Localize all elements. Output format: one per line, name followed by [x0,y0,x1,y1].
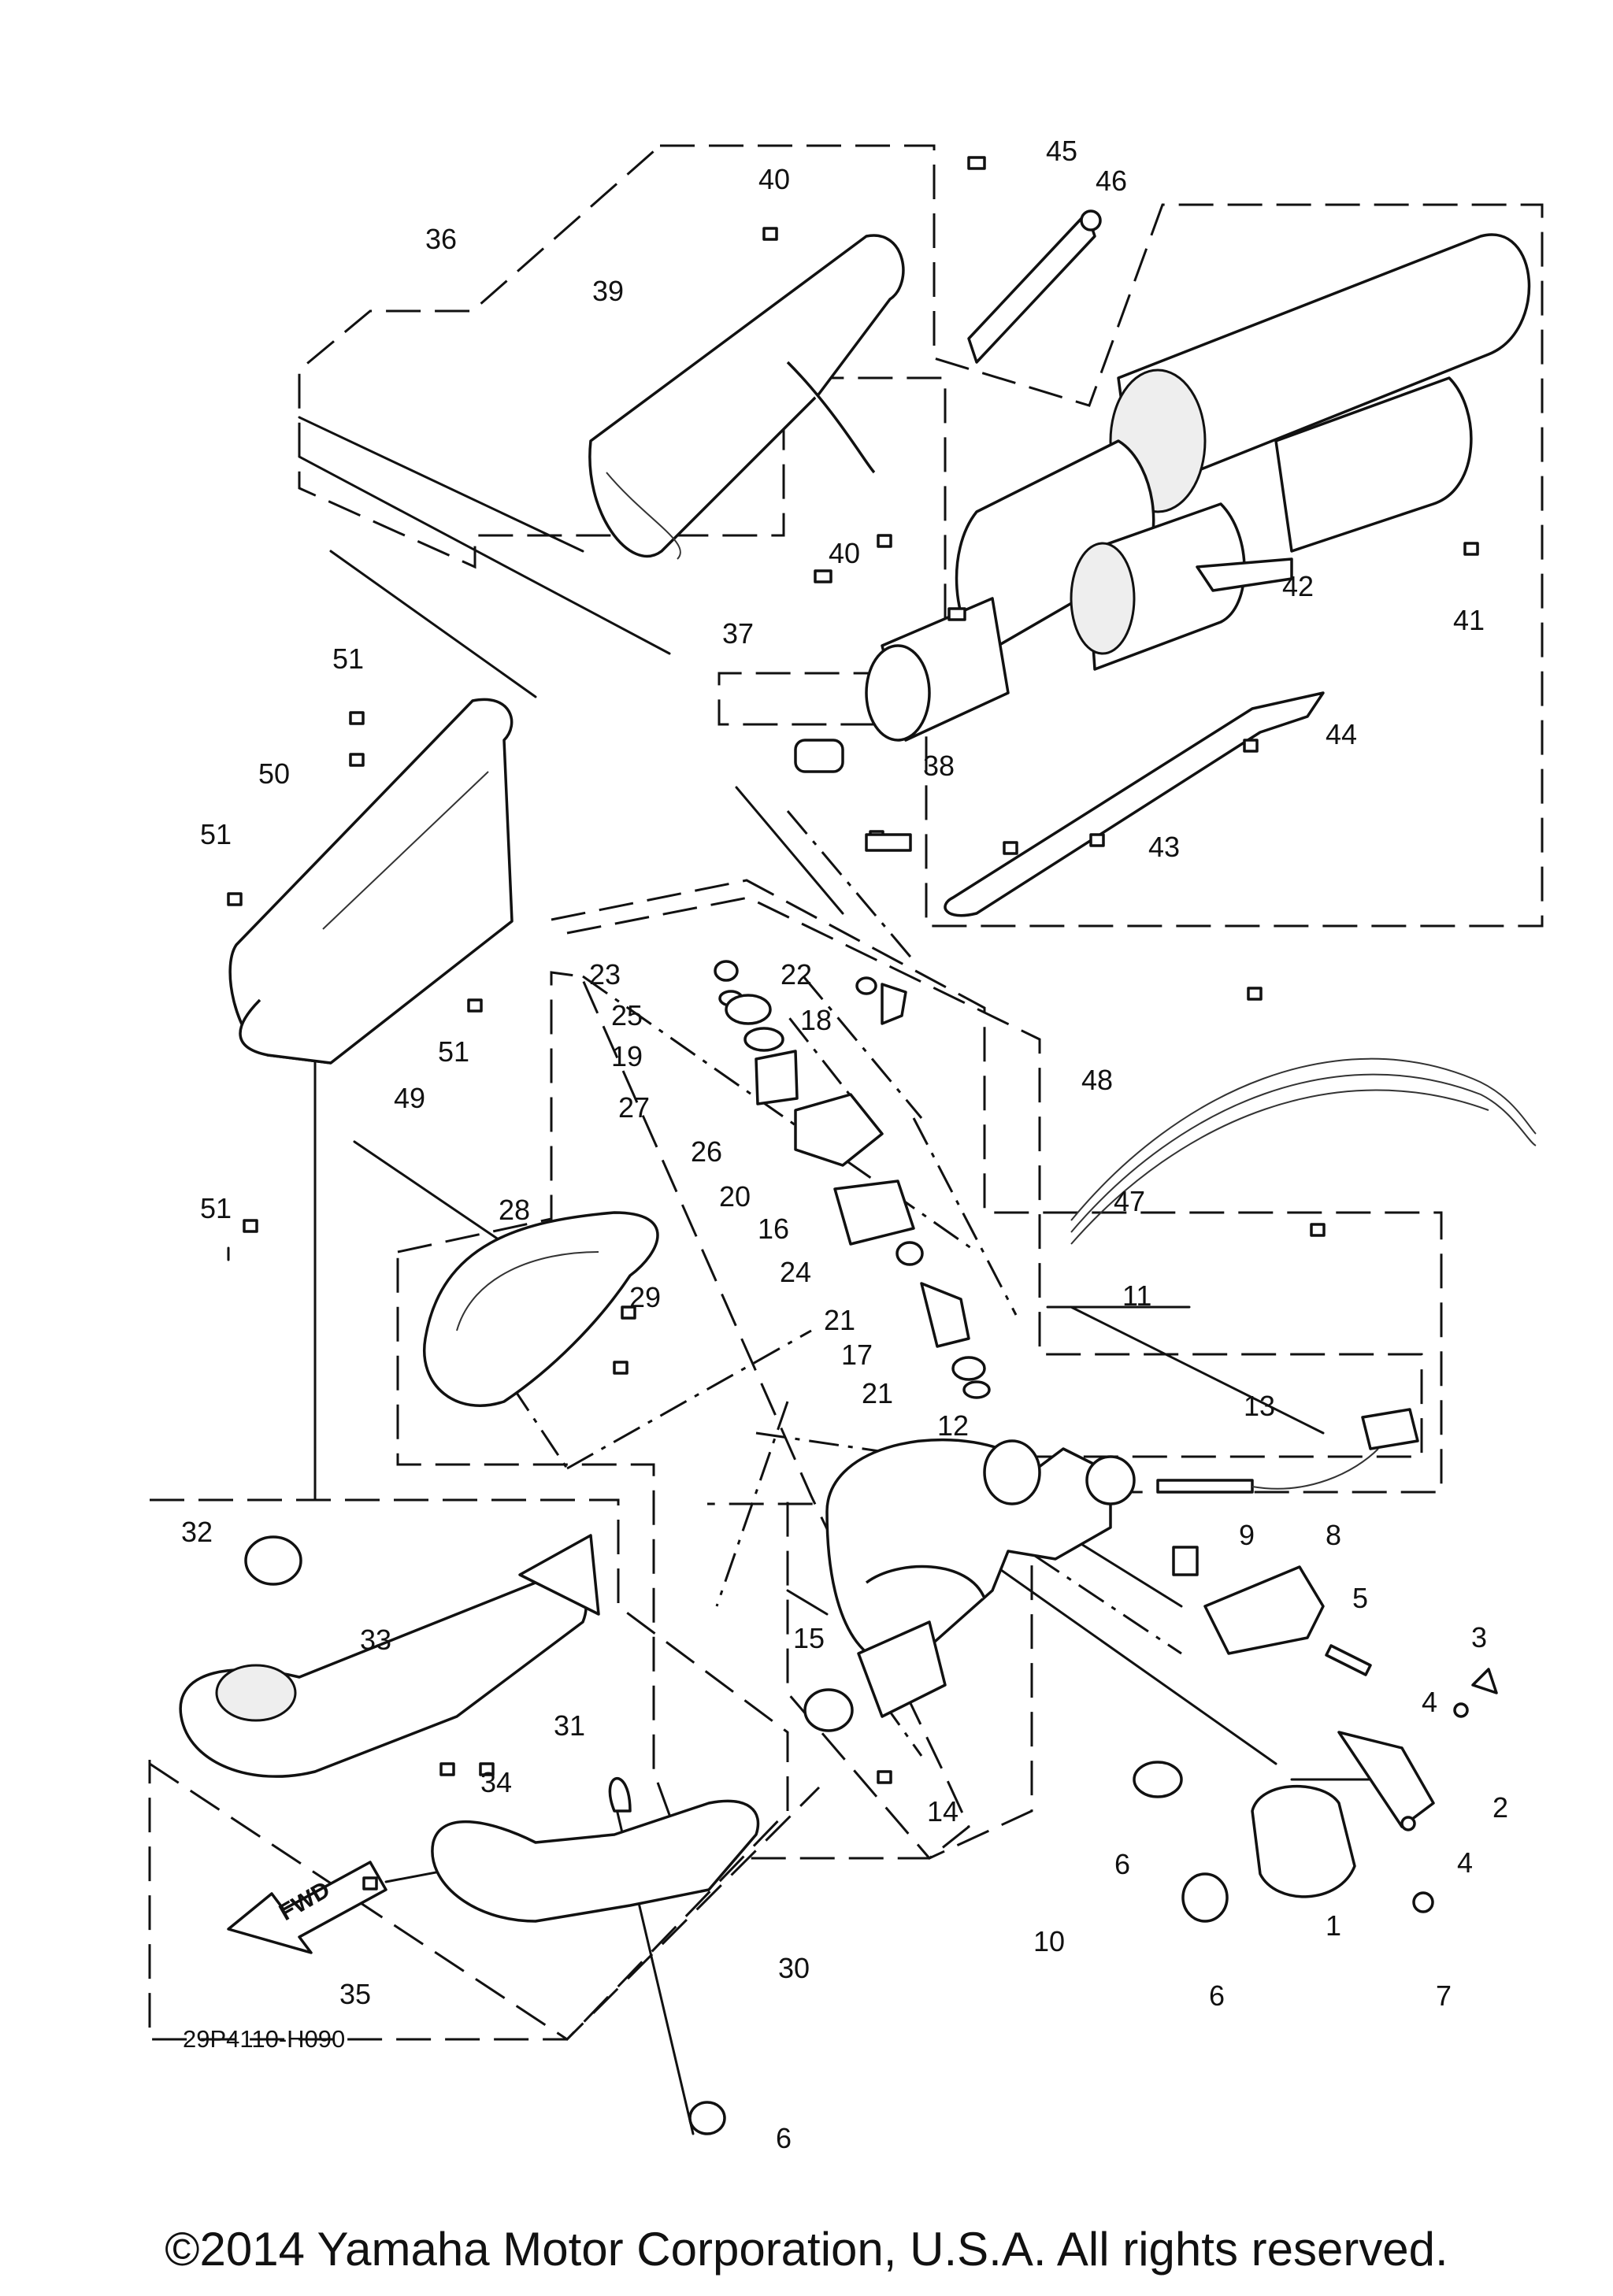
callout-16: 16 [758,1213,789,1245]
callout-49: 49 [394,1082,425,1114]
callout-48: 48 [1081,1064,1113,1096]
callout-7: 7 [1436,1979,1452,2012]
heat-protector-49 [228,698,514,1065]
callout-21: 21 [862,1377,893,1409]
diagram-code: 29P4110-H090 [183,2025,345,2053]
callout-41: 41 [1453,604,1485,636]
callout-42: 42 [1282,570,1314,602]
callout-40: 40 [829,537,860,569]
valve-parts [714,960,1537,1399]
callout-5: 5 [1352,1582,1368,1614]
callout-50: 50 [258,757,290,790]
group-outlines [148,144,1544,2041]
callout-22: 22 [781,958,812,991]
callout-30: 30 [778,1952,810,1984]
callout-17: 17 [841,1339,873,1371]
callout-20: 20 [719,1180,751,1213]
callout-39: 39 [592,275,624,307]
callout-4: 4 [1422,1686,1437,1718]
callout-21: 21 [824,1304,855,1336]
callout-24: 24 [780,1256,811,1288]
callout-15: 15 [793,1622,825,1654]
callout-3: 3 [1471,1621,1487,1653]
callout-8: 8 [1326,1519,1341,1551]
callout-12: 12 [937,1409,969,1442]
callout-37: 37 [722,617,754,650]
callout-44: 44 [1326,718,1357,750]
exhaust-pipe-assembly [179,156,1498,2135]
callout-25: 25 [611,999,643,1031]
callout-6: 6 [1114,1848,1130,1880]
callout-32: 32 [181,1516,213,1548]
callout-9: 9 [1239,1519,1255,1551]
callout-1: 1 [1326,1909,1341,1942]
callout-51: 51 [438,1035,469,1068]
callout-23: 23 [589,958,621,991]
callout-2: 2 [1492,1791,1508,1824]
callout-6: 6 [776,2122,792,2154]
callout-13: 13 [1244,1390,1275,1422]
callout-27: 27 [618,1091,650,1124]
callout-4: 4 [1457,1846,1473,1879]
callout-14: 14 [927,1795,959,1828]
callout-18: 18 [800,1004,832,1036]
callout-43: 43 [1148,831,1180,863]
callout-28: 28 [499,1194,530,1226]
callout-11: 11 [1122,1279,1151,1312]
muffler-assembly [588,209,1531,917]
copyright-notice: ©2014 Yamaha Motor Corporation, U.S.A. A… [165,2223,1448,2276]
callout-45: 45 [1046,135,1077,167]
callout-31: 31 [554,1709,585,1742]
callout-38: 38 [923,750,955,782]
callout-51: 51 [332,643,364,675]
callout-35: 35 [339,1978,371,2010]
cover-28 [423,1211,659,1407]
callout-6: 6 [1209,1979,1225,2012]
callout-46: 46 [1096,165,1127,197]
callout-51: 51 [200,818,232,850]
callout-26: 26 [691,1135,722,1168]
callout-29: 29 [629,1281,661,1313]
leader-lines [227,416,1419,2135]
callout-34: 34 [480,1766,512,1798]
callout-40: 40 [758,163,790,195]
callout-47: 47 [1114,1185,1145,1217]
callout-19: 19 [611,1040,643,1072]
callout-10: 10 [1033,1925,1065,1957]
callout-33: 33 [360,1624,391,1656]
callout-51: 51 [200,1192,232,1224]
callout-36: 36 [425,223,457,255]
